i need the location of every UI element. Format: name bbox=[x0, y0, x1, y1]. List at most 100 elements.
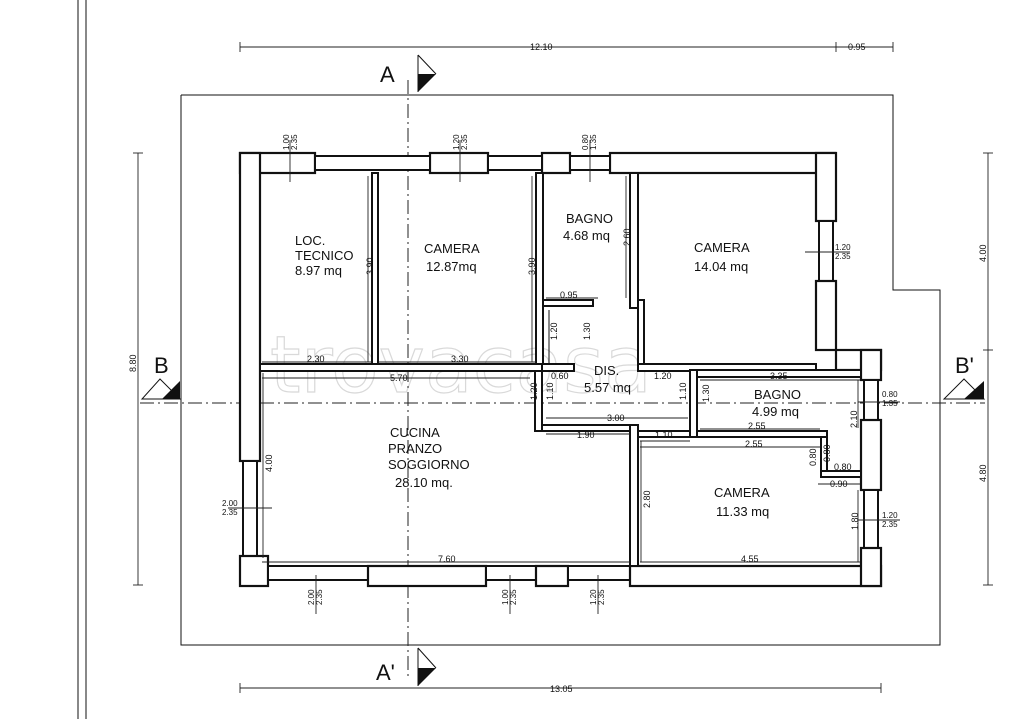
window-cam1-top bbox=[487, 155, 543, 171]
room-camera1-area: 12.87mq bbox=[426, 259, 477, 274]
dim-dis-110b: 1.10 bbox=[655, 430, 673, 440]
room-camera3-name: CAMERA bbox=[714, 485, 770, 500]
wall-horizontal-main bbox=[259, 363, 543, 372]
wall-cucina-cam3 bbox=[629, 424, 639, 567]
room-camera2-name: CAMERA bbox=[694, 240, 750, 255]
wall-right-lower bbox=[859, 546, 883, 588]
dim-dis-120a: 1.20 bbox=[549, 322, 559, 340]
dim-loc-height: 3.90 bbox=[365, 257, 375, 275]
win-cuc-b2-a: 1.00 bbox=[501, 589, 510, 605]
dim-bagno2-210: 2.10 bbox=[849, 410, 859, 428]
dimension-top: 12.10 0.95 bbox=[239, 42, 894, 52]
win-cam1-a: 1.20 bbox=[452, 134, 461, 150]
wall-top-2 bbox=[428, 151, 490, 175]
dim-bagno2-width: 3.35 bbox=[770, 371, 788, 381]
dim-dis-130b: 1.30 bbox=[701, 384, 711, 402]
window-cucina-bottom-2 bbox=[485, 565, 537, 581]
wall-left-upper bbox=[238, 151, 262, 463]
section-label-a-bottom: A' bbox=[376, 660, 395, 685]
room-camera1-name: CAMERA bbox=[424, 241, 480, 256]
room-loc-area: 8.97 mq bbox=[295, 263, 342, 278]
dimension-bottom: 13.05 bbox=[239, 683, 882, 694]
dim-top-extra: 0.95 bbox=[848, 42, 866, 52]
win-cam3-b: 2.35 bbox=[882, 520, 898, 529]
win-cuc-b1-b: 2.35 bbox=[315, 589, 324, 605]
dim-bagno2-080b: 0.80 bbox=[822, 444, 832, 462]
wall-bottom-3 bbox=[628, 564, 883, 588]
win-cam3-a: 1.20 bbox=[882, 511, 898, 520]
wall-dis-left bbox=[541, 363, 575, 372]
dim-bagno2-255a: 2.55 bbox=[748, 421, 766, 431]
dim-dis-060: 0.60 bbox=[551, 371, 569, 381]
room-dis-area: 5.57 mq bbox=[584, 380, 631, 395]
dim-bagno2-080a: 0.80 bbox=[808, 448, 818, 466]
win-cuc-left-a: 2.00 bbox=[222, 499, 238, 508]
dim-bagno2-090: 0.90 bbox=[830, 479, 848, 489]
section-label-b-left: B bbox=[154, 353, 169, 378]
win-cuc-b2-b: 2.35 bbox=[509, 589, 518, 605]
window-cam2-right bbox=[818, 220, 834, 282]
wall-right-mid bbox=[814, 279, 838, 352]
section-label-a-top: A bbox=[380, 62, 395, 87]
window-bagno2-right bbox=[863, 379, 879, 421]
interior-dimension-lines bbox=[262, 176, 860, 563]
win-cuc-b3-b: 2.35 bbox=[597, 589, 606, 605]
wall-cam1-bagno1 bbox=[535, 172, 544, 369]
win-cam1-b: 2.35 bbox=[460, 134, 469, 150]
room-loc-line2: TECNICO bbox=[295, 248, 354, 263]
wall-dis-west bbox=[534, 370, 543, 432]
dim-dis-110c: 1.10 bbox=[678, 382, 688, 400]
wall-bagno2-step-h bbox=[820, 470, 862, 478]
room-loc-line1: LOC. bbox=[295, 233, 325, 248]
room-cucina-area: 28.10 mq. bbox=[395, 475, 453, 490]
win-bag1-a: 0.80 bbox=[581, 134, 590, 150]
room-bagno2-name: BAGNO bbox=[754, 387, 801, 402]
dim-loc-width: 2.30 bbox=[307, 354, 325, 364]
window-cucina-bottom-3 bbox=[567, 565, 631, 581]
room-dis-name: DIS. bbox=[594, 363, 619, 378]
dim-cam3-width: 4.55 bbox=[741, 554, 759, 564]
dim-span-570: 5.70 bbox=[390, 373, 408, 383]
interior-walls bbox=[259, 172, 862, 567]
window-loc-top bbox=[314, 155, 431, 171]
dim-dis-190: 1.90 bbox=[577, 430, 595, 440]
wall-bagno2-west bbox=[689, 369, 698, 438]
plot-boundary bbox=[180, 94, 941, 646]
dimension-right: 4.00 4.80 bbox=[978, 152, 993, 586]
wall-right-bagno-top bbox=[859, 348, 883, 382]
room-camera3-area: 11.33 mq bbox=[716, 504, 769, 519]
section-label-b-right: B' bbox=[955, 353, 974, 378]
room-bagno1-name: BAGNO bbox=[566, 211, 613, 226]
section-marker-b-left: B bbox=[140, 353, 182, 400]
exterior-walls bbox=[238, 151, 883, 588]
dim-dis-110a: 1.10 bbox=[545, 382, 555, 400]
window-cucina-bottom-1 bbox=[267, 565, 369, 581]
wall-bagno2-north bbox=[696, 369, 862, 378]
wall-left-corner bbox=[238, 554, 270, 588]
dim-bagno2-080c: 0.80 bbox=[834, 462, 852, 472]
wall-right-upper bbox=[814, 151, 838, 223]
dimension-left: 8.80 bbox=[128, 152, 143, 586]
dim-top-total: 12.10 bbox=[530, 42, 553, 52]
win-cuc-b3-a: 1.20 bbox=[589, 589, 598, 605]
dim-bagno2-255b: 2.55 bbox=[745, 439, 763, 449]
dim-dis-120b: 1.20 bbox=[654, 371, 672, 381]
doors bbox=[548, 310, 698, 431]
wall-top-3 bbox=[540, 151, 572, 175]
room-cucina-line1: CUCINA bbox=[390, 425, 440, 440]
dim-bottom-total: 13.05 bbox=[550, 684, 573, 694]
dim-cucina-width: 7.60 bbox=[438, 554, 456, 564]
wall-top-4 bbox=[608, 151, 837, 175]
window-markers bbox=[228, 140, 900, 614]
dim-cam3-180: 1.80 bbox=[850, 512, 860, 530]
wall-bagno2-south bbox=[696, 430, 828, 438]
section-marker-a-top: A bbox=[380, 54, 437, 92]
wall-bottom-1 bbox=[366, 564, 488, 588]
dim-left-total: 8.80 bbox=[128, 354, 138, 372]
win-loc-b: 2.35 bbox=[290, 134, 299, 150]
wall-right-bagno-bottom bbox=[859, 418, 883, 492]
dim-bagno1-height: 2.60 bbox=[622, 228, 632, 246]
win-bag2-a: 0.80 bbox=[882, 390, 898, 399]
room-cucina-line3: SOGGIORNO bbox=[388, 457, 470, 472]
